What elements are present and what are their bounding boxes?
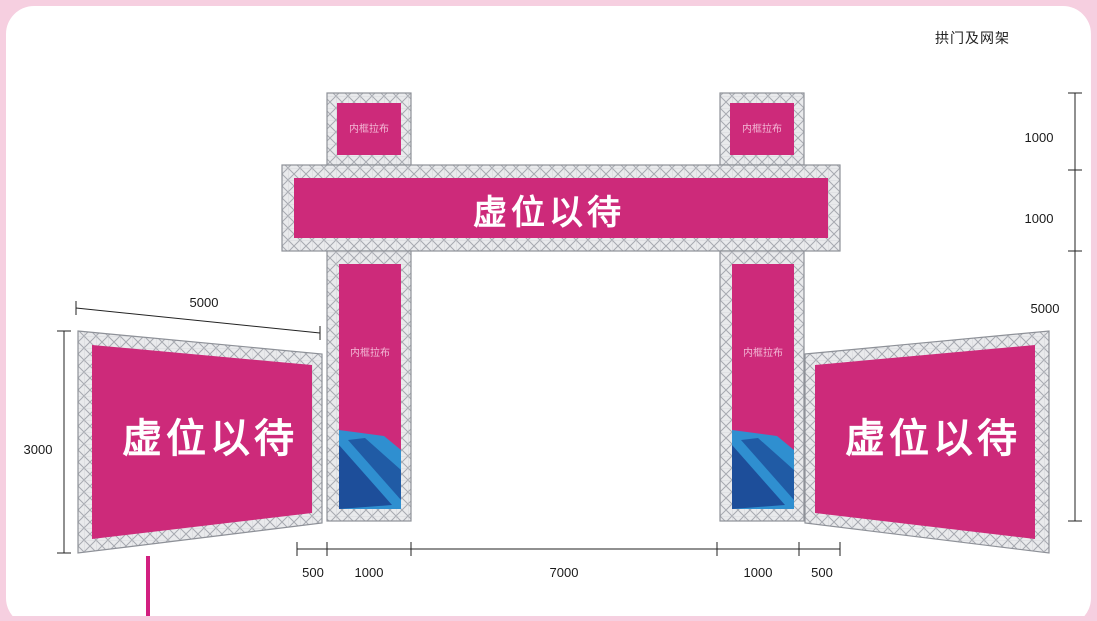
inner-cloth-label: 内框拉布	[743, 346, 783, 359]
dim-leg-height: 5000	[1031, 301, 1060, 316]
dim-gap-right: 500	[811, 565, 833, 580]
dim-beam-height: 1000	[1025, 211, 1054, 226]
arch-leg-right: 内框拉布	[719, 250, 805, 522]
top-box-right: 内框拉布	[719, 92, 805, 166]
top-box-left: 内框拉布	[326, 92, 412, 166]
dim-top-box-height: 1000	[1025, 130, 1054, 145]
inner-cloth-label: 内框拉布	[350, 346, 390, 359]
dim-pillar-left: 1000	[355, 565, 384, 580]
arch-beam: 虚位以待	[281, 164, 841, 252]
side-panel-left: 虚位以待	[77, 330, 323, 554]
dim-pillar-right: 1000	[744, 565, 773, 580]
dim-gap-left: 500	[302, 565, 324, 580]
inner-cloth-label: 内框拉布	[349, 122, 389, 135]
dim-side-panel-height: 3000	[24, 442, 53, 457]
page-title: 拱门及网架	[935, 31, 1010, 47]
beam-banner-text: 虚位以待	[473, 193, 625, 233]
side-banner-text: 虚位以待	[122, 416, 298, 462]
inner-cloth-label: 内框拉布	[742, 122, 782, 135]
side-banner-text: 虚位以待	[845, 416, 1021, 462]
dim-span: 7000	[550, 565, 579, 580]
dim-side-panel-width: 5000	[190, 295, 219, 310]
arch-leg-left: 内框拉布	[326, 250, 412, 522]
side-panel-right: 虚位以待	[804, 330, 1050, 554]
dimension-lines	[57, 92, 1082, 556]
